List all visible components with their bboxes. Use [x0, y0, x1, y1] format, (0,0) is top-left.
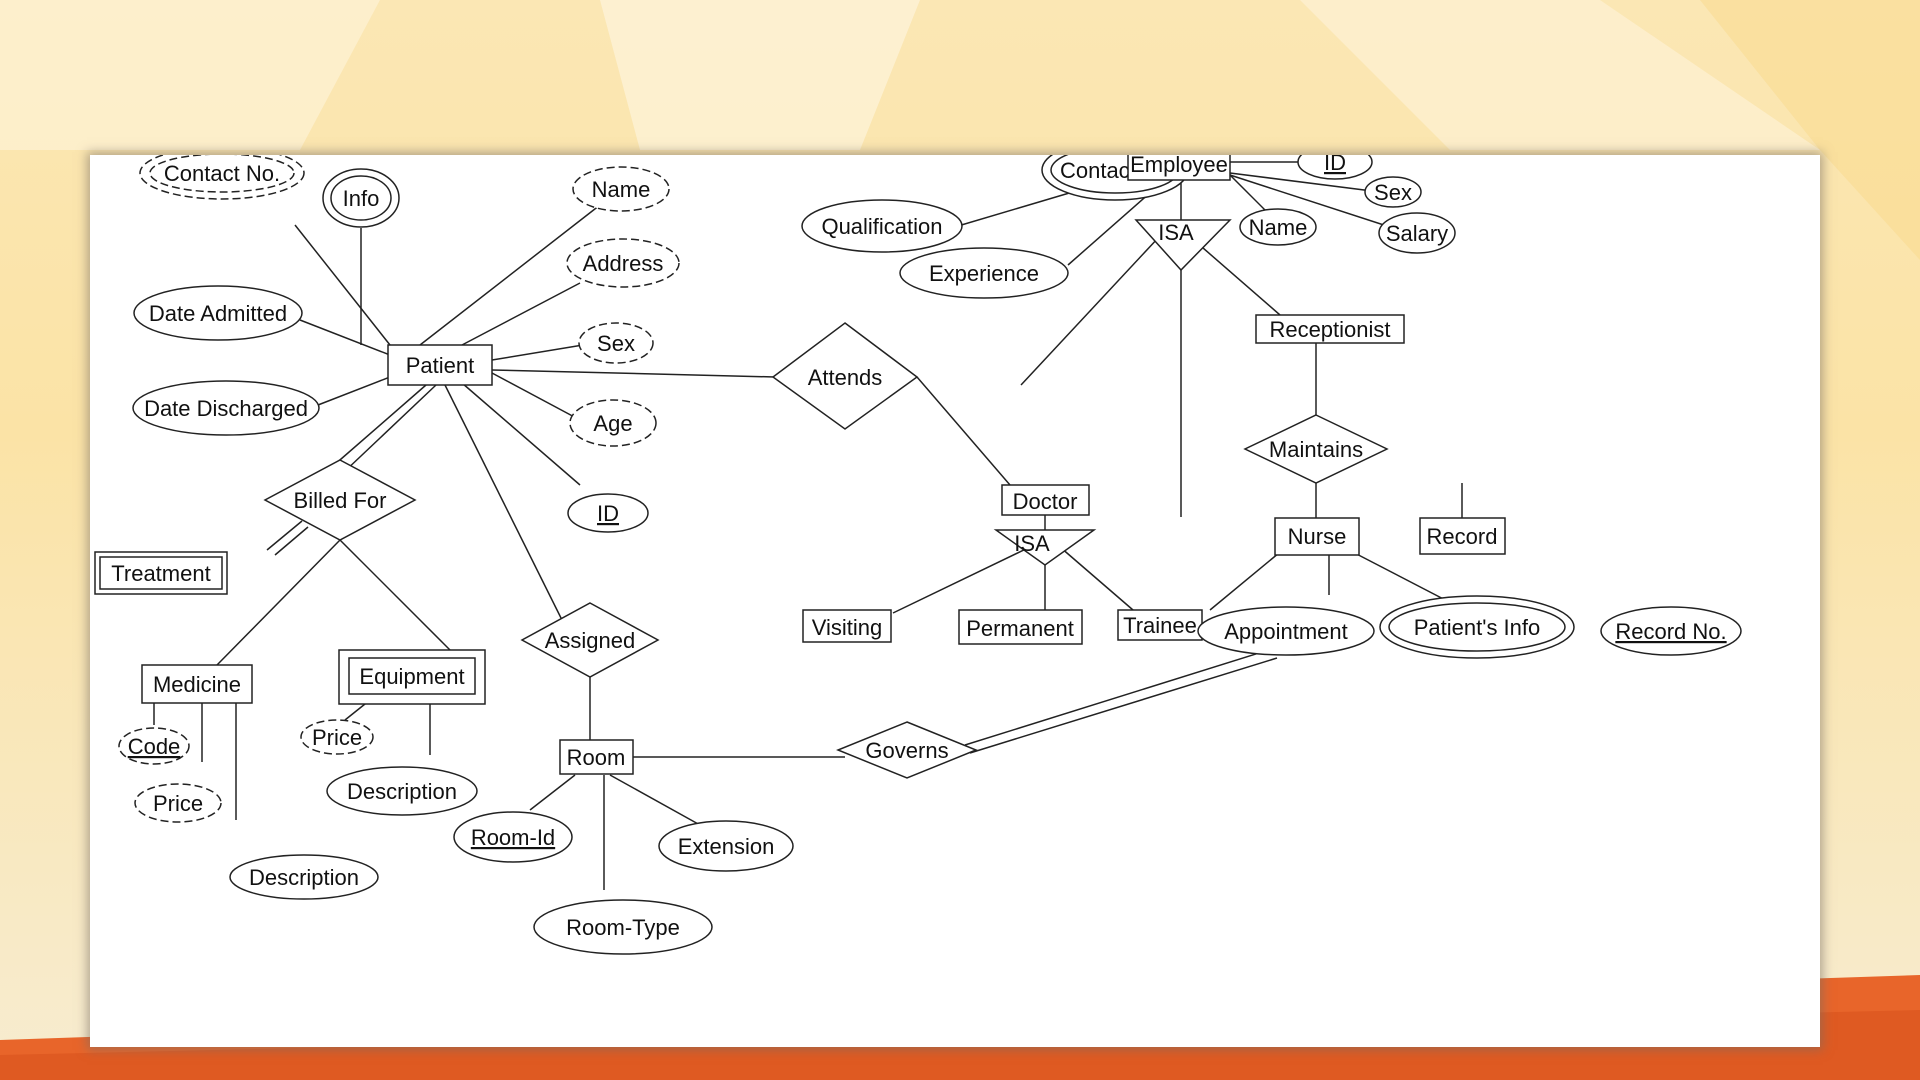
svg-text:Room-Type: Room-Type: [566, 915, 680, 940]
relationship-governs: Governs: [836, 721, 978, 779]
svg-text:Extension: Extension: [678, 834, 775, 859]
connector-lines: [153, 161, 1456, 890]
svg-text:Receptionist: Receptionist: [1269, 317, 1390, 342]
attr-record-patients-info: Patient's Info: [1379, 595, 1575, 659]
svg-text:Description: Description: [347, 779, 457, 804]
svg-text:Info: Info: [343, 186, 380, 211]
svg-text:Date Discharged: Date Discharged: [144, 396, 308, 421]
entity-treatment: Treatment: [94, 551, 228, 595]
attr-patient-info: Info: [322, 168, 400, 228]
svg-text:Doctor: Doctor: [1013, 489, 1078, 514]
attr-employee-qualification: Qualification: [801, 199, 963, 253]
isa-doctor: ISA: [993, 529, 1097, 566]
entity-receptionist: Receptionist: [1255, 314, 1405, 344]
svg-text:Age: Age: [593, 411, 632, 436]
svg-text:Treatment: Treatment: [111, 561, 210, 586]
svg-text:Governs: Governs: [865, 738, 948, 763]
attr-medicine-price: Price: [134, 783, 222, 823]
relationship-assigned: Assigned: [520, 602, 660, 678]
attr-record-appointment: Appointment: [1197, 606, 1375, 656]
diagram-canvas: Contact No. Info Name Address Date Admit…: [90, 155, 1820, 1047]
er-diagram: Contact No. Info Name Address Date Admit…: [94, 155, 1742, 955]
attr-record-no: Record No.: [1600, 606, 1742, 656]
attr-medicine-description: Description: [229, 854, 379, 900]
entity-employee: Employee: [1127, 155, 1231, 181]
attr-patient-age: Age: [569, 399, 657, 447]
svg-text:Experience: Experience: [929, 261, 1039, 286]
relationship-attends: Attends: [771, 322, 919, 430]
attr-room-id: Room-Id: [453, 811, 573, 863]
svg-text:Attends: Attends: [808, 365, 883, 390]
entity-trainee: Trainee: [1117, 609, 1203, 641]
svg-text:Record No.: Record No.: [1615, 619, 1726, 644]
svg-text:Description: Description: [249, 865, 359, 890]
svg-text:Appointment: Appointment: [1224, 619, 1348, 644]
entity-doctor: Doctor: [1001, 484, 1090, 516]
attr-room-extension: Extension: [658, 820, 794, 872]
entity-medicine: Medicine: [141, 664, 253, 704]
attr-medicine-code: Code: [118, 727, 190, 765]
entity-patient: Patient: [387, 344, 493, 386]
svg-text:Room-Id: Room-Id: [471, 825, 555, 850]
svg-text:ID: ID: [1324, 155, 1346, 175]
svg-text:Equipment: Equipment: [359, 664, 464, 689]
entity-nurse: Nurse: [1274, 517, 1360, 556]
svg-text:Address: Address: [583, 251, 664, 276]
svg-text:Billed For: Billed For: [294, 488, 387, 513]
attr-employee-id: ID: [1297, 155, 1373, 180]
svg-text:Sex: Sex: [597, 331, 635, 356]
attr-patient-sex: Sex: [578, 322, 654, 364]
attr-patient-date-admitted: Date Admitted: [133, 285, 303, 341]
svg-text:Name: Name: [1249, 215, 1308, 240]
svg-text:Room: Room: [567, 745, 626, 770]
attr-room-type: Room-Type: [533, 899, 713, 955]
attr-patient-address: Address: [566, 238, 680, 288]
svg-text:ISA: ISA: [1158, 220, 1194, 245]
entity-room: Room: [559, 739, 634, 775]
relationship-maintains: Maintains: [1243, 414, 1389, 484]
svg-text:ID: ID: [597, 501, 619, 526]
svg-text:Patient's Info: Patient's Info: [1414, 615, 1541, 640]
attr-patient-id: ID: [567, 493, 649, 533]
attr-employee-experience: Experience: [899, 247, 1069, 299]
svg-text:Price: Price: [153, 791, 203, 816]
attr-equipment-description: Description: [326, 766, 478, 816]
svg-text:Assigned: Assigned: [545, 628, 636, 653]
svg-text:Nurse: Nurse: [1288, 524, 1347, 549]
relationship-billed-for: Billed For: [263, 459, 417, 541]
svg-text:Price: Price: [312, 725, 362, 750]
attr-employee-salary: Salary: [1378, 212, 1456, 254]
svg-text:Code: Code: [128, 734, 181, 759]
entity-permanent: Permanent: [958, 609, 1083, 645]
svg-text:Date Admitted: Date Admitted: [149, 301, 287, 326]
attr-patient-date-discharged: Date Discharged: [132, 380, 320, 436]
entity-equipment: Equipment: [338, 649, 486, 705]
svg-text:Contact No.: Contact No.: [164, 161, 280, 186]
svg-text:Maintains: Maintains: [1269, 437, 1363, 462]
svg-text:Visiting: Visiting: [812, 615, 883, 640]
attr-patient-contact: Contact No.: [139, 155, 305, 200]
svg-text:Medicine: Medicine: [153, 672, 241, 697]
svg-text:Permanent: Permanent: [966, 616, 1074, 641]
attr-equipment-price: Price: [300, 719, 374, 755]
svg-text:Qualification: Qualification: [821, 214, 942, 239]
svg-text:Patient: Patient: [406, 353, 475, 378]
svg-text:Employee: Employee: [1130, 155, 1228, 177]
svg-text:Trainee: Trainee: [1123, 613, 1197, 638]
attr-employee-sex: Sex: [1364, 176, 1422, 208]
isa-employee: ISA: [1134, 219, 1232, 272]
svg-text:Name: Name: [592, 177, 651, 202]
svg-text:Record: Record: [1427, 524, 1498, 549]
svg-text:ISA: ISA: [1014, 531, 1050, 556]
svg-text:Salary: Salary: [1386, 221, 1448, 246]
svg-text:Sex: Sex: [1374, 180, 1412, 205]
attr-employee-name: Name: [1239, 208, 1317, 246]
attr-patient-name: Name: [572, 166, 670, 212]
entity-visiting: Visiting: [802, 609, 892, 643]
entity-record: Record: [1419, 517, 1506, 555]
